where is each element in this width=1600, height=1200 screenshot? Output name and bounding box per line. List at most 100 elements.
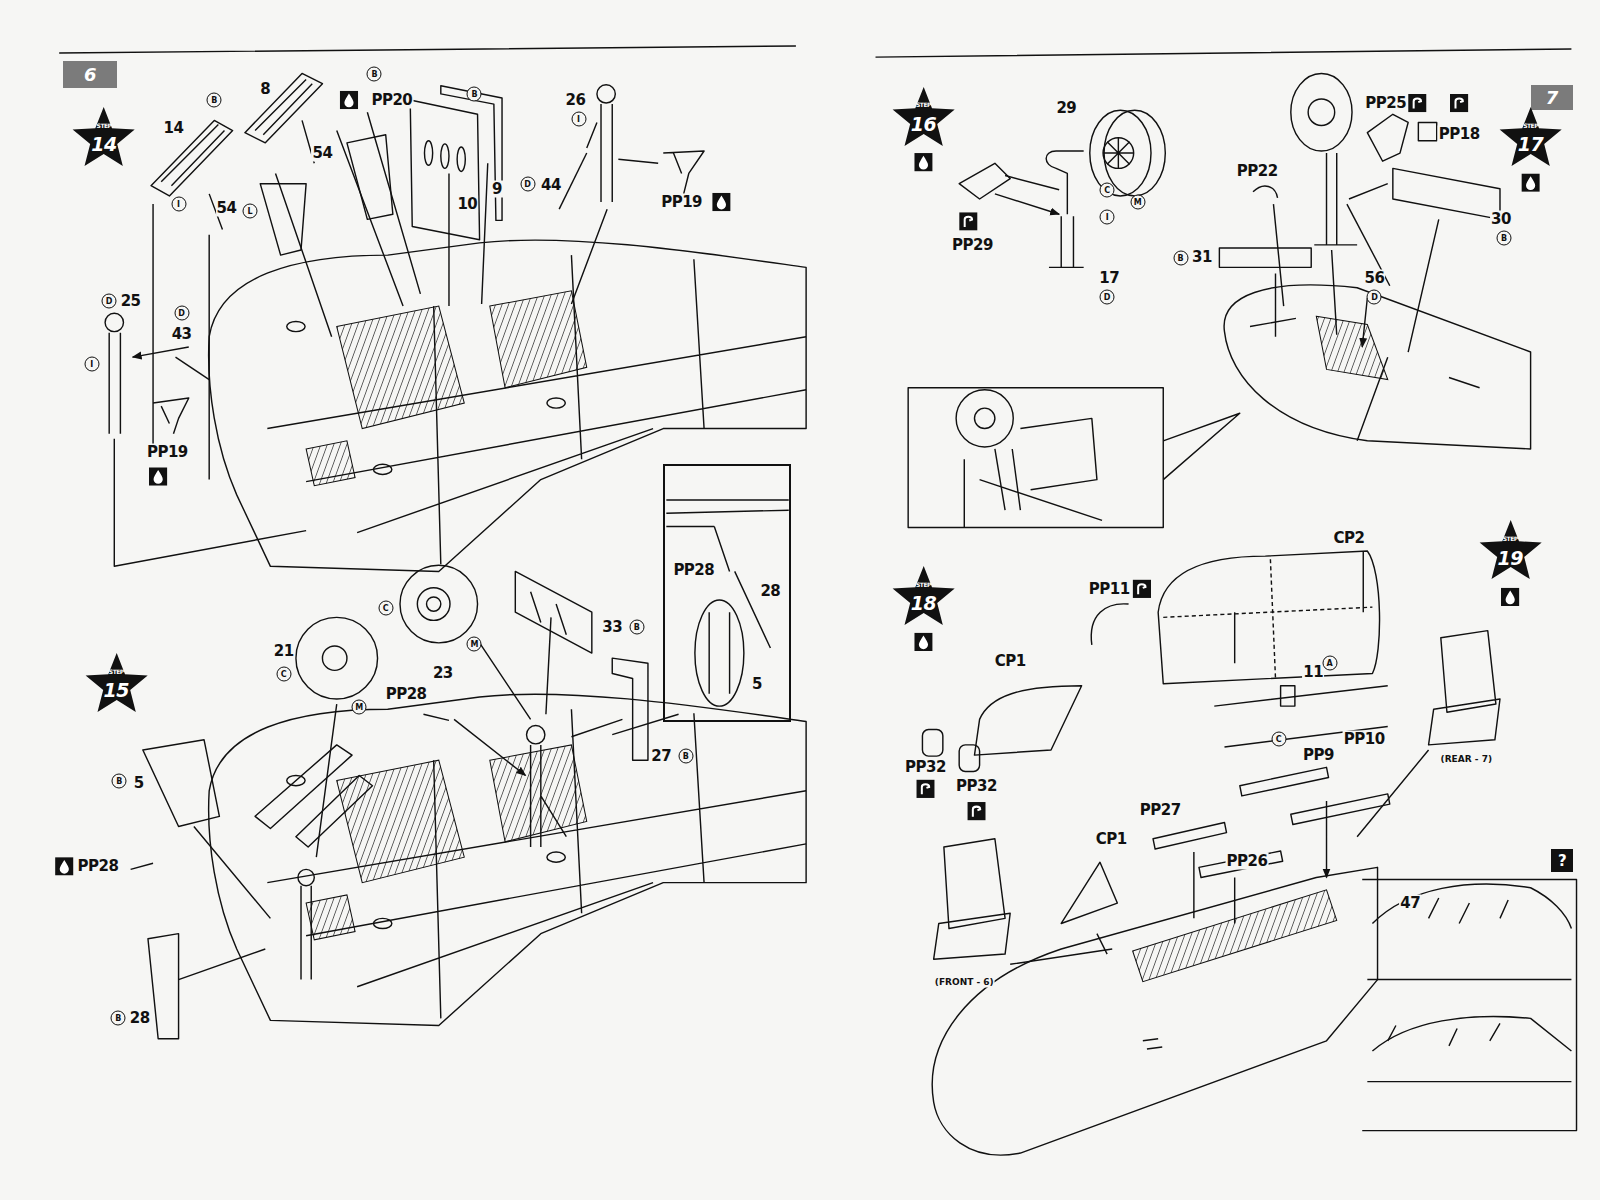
line-art bbox=[1408, 94, 1426, 112]
parts-step-15 bbox=[131, 500, 789, 1039]
line-art bbox=[1090, 110, 1151, 196]
line-art bbox=[179, 617, 623, 979]
line-art bbox=[712, 193, 730, 211]
line-art bbox=[245, 73, 323, 142]
step-star: STEP15 bbox=[84, 651, 149, 716]
line-art bbox=[1367, 884, 1571, 1082]
paint-code: B bbox=[367, 67, 382, 82]
line-art bbox=[1253, 186, 1277, 198]
step-number: 18 bbox=[911, 592, 936, 614]
line-art bbox=[1103, 138, 1134, 169]
line-art bbox=[597, 85, 615, 103]
paint-code: C bbox=[378, 601, 393, 616]
step-number: 15 bbox=[104, 679, 129, 701]
line-art bbox=[1103, 138, 1134, 169]
line-art bbox=[1163, 559, 1372, 678]
line-art bbox=[457, 147, 465, 171]
star-fill bbox=[73, 107, 135, 166]
line-art bbox=[914, 633, 932, 651]
part-number: PP25 bbox=[1364, 95, 1407, 112]
line-art bbox=[1143, 1039, 1162, 1049]
line-art bbox=[967, 802, 985, 820]
part-number: 8 bbox=[259, 80, 271, 97]
line-art bbox=[1224, 285, 1531, 449]
line-art bbox=[340, 91, 358, 109]
paint-code: D bbox=[520, 176, 535, 191]
line-art bbox=[916, 780, 934, 798]
paint-code: M bbox=[467, 636, 482, 651]
line-art bbox=[1393, 168, 1500, 219]
step-star: STEP16 bbox=[891, 85, 956, 150]
step-word: STEP bbox=[916, 101, 931, 108]
part-number: 29 bbox=[1055, 100, 1077, 117]
page-number-box: 6 bbox=[63, 61, 117, 88]
line-art bbox=[601, 104, 612, 202]
paint-code: B bbox=[207, 93, 222, 108]
paint-code: D bbox=[1367, 289, 1382, 304]
paint-code: B bbox=[1497, 230, 1512, 245]
line-art bbox=[1281, 686, 1295, 706]
line-art bbox=[934, 839, 1011, 959]
query-box: ? bbox=[1551, 849, 1573, 872]
line-art bbox=[908, 388, 1163, 528]
part-number: 5 bbox=[133, 774, 145, 791]
star-fill bbox=[892, 566, 954, 625]
paint-code: D bbox=[174, 306, 189, 321]
part-number: 14 bbox=[163, 119, 185, 136]
line-art bbox=[515, 571, 592, 653]
part-number: PP28 bbox=[385, 685, 428, 702]
paint-code: B bbox=[629, 619, 644, 634]
paint-code: I bbox=[1100, 210, 1115, 225]
line-art bbox=[1214, 686, 1387, 747]
line-art bbox=[964, 418, 1102, 527]
part-number: PP22 bbox=[1236, 163, 1279, 180]
paint-code: I bbox=[171, 197, 186, 212]
part-number: 9 bbox=[491, 180, 503, 197]
line-art bbox=[301, 886, 311, 980]
line-art bbox=[427, 597, 441, 611]
line-art bbox=[612, 658, 648, 760]
paint-code: L bbox=[243, 204, 258, 219]
parts-step-18 bbox=[922, 551, 1576, 1155]
part-number: PP32 bbox=[955, 777, 998, 794]
line-art bbox=[260, 135, 393, 255]
paint-code: B bbox=[1173, 251, 1188, 266]
part-number: 11 bbox=[1302, 664, 1324, 681]
line-art bbox=[1429, 631, 1500, 745]
part-number: PP29 bbox=[951, 236, 994, 253]
part-number: 44 bbox=[540, 176, 562, 193]
line-art bbox=[1291, 73, 1352, 151]
star-fill bbox=[1500, 107, 1562, 166]
node-text: 7 bbox=[1546, 87, 1559, 108]
step-star: STEP17 bbox=[1498, 105, 1563, 170]
node-text: ? bbox=[1558, 852, 1567, 870]
step-number: 14 bbox=[91, 133, 116, 155]
line-art bbox=[441, 144, 449, 168]
part-number: 30 bbox=[1490, 211, 1512, 228]
part-number: CP2 bbox=[1332, 529, 1365, 546]
line-art bbox=[298, 869, 314, 885]
line-art bbox=[1219, 248, 1311, 267]
step-star: STEP19 bbox=[1478, 518, 1543, 583]
seat-note: (FRONT - 6) bbox=[934, 976, 995, 987]
part-number: PP32 bbox=[904, 759, 947, 776]
step-word: STEP bbox=[1503, 534, 1518, 541]
line-art bbox=[417, 588, 450, 621]
part-number: CP1 bbox=[1095, 830, 1128, 847]
seat-note: (REAR - 7) bbox=[1440, 754, 1493, 765]
part-number: 23 bbox=[432, 665, 454, 682]
part-number: PP11 bbox=[1088, 580, 1131, 597]
paint-code: A bbox=[1322, 656, 1337, 671]
step-word: STEP bbox=[97, 121, 112, 128]
step-word: STEP bbox=[1523, 121, 1538, 128]
part-number: 26 bbox=[565, 92, 587, 109]
node-text: PP28 bbox=[672, 561, 715, 579]
line-art bbox=[114, 204, 306, 566]
part-number: 27 bbox=[650, 748, 672, 765]
line-art bbox=[410, 100, 479, 240]
paint-code: I bbox=[571, 112, 586, 127]
part-number: 54 bbox=[312, 145, 334, 162]
part-number: PP27 bbox=[1139, 802, 1182, 819]
line-art bbox=[1091, 604, 1128, 645]
